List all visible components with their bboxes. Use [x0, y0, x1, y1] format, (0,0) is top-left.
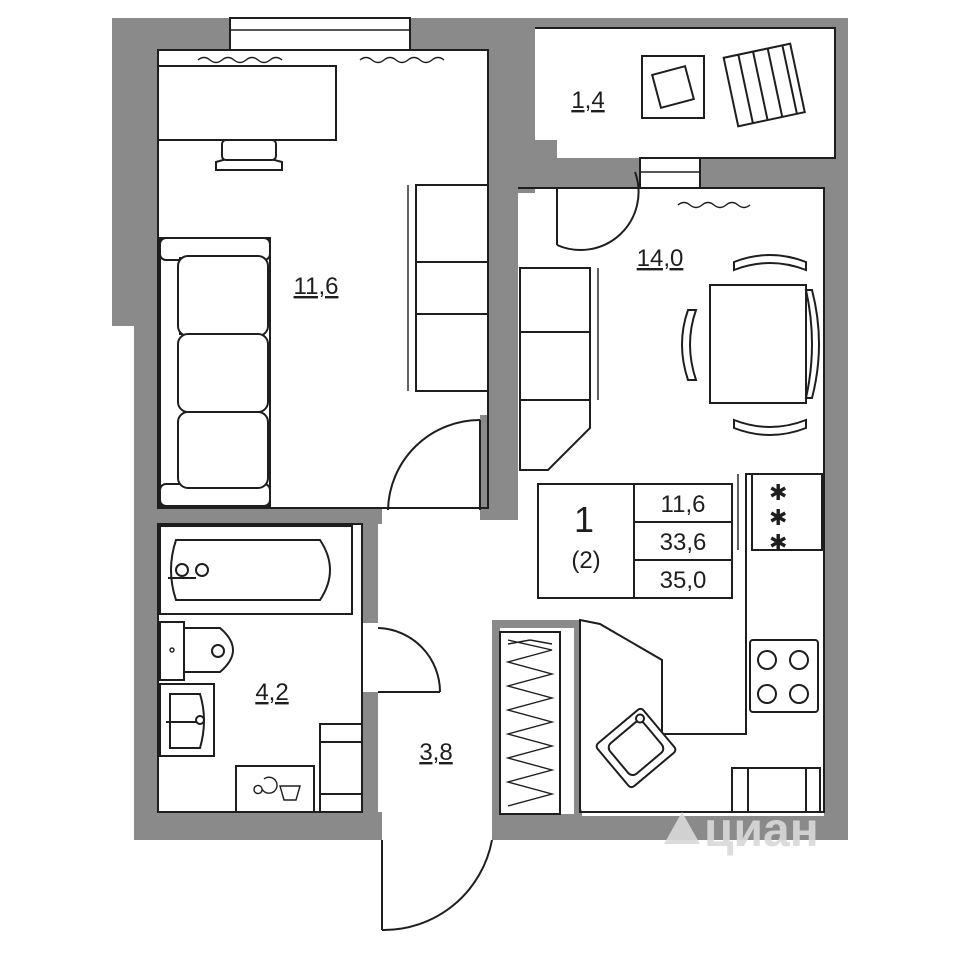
rooms-alt: (2) — [571, 547, 600, 574]
svg-text:✱: ✱ — [769, 480, 787, 505]
rooms-count: 1 — [574, 499, 594, 540]
kitchen-area-label: 14,0 — [637, 245, 684, 272]
balcony-area-label: 1,4 — [571, 87, 604, 114]
total-sqm: 33,6 — [660, 529, 707, 556]
room-area-labels: 1,4 11,6 14,0 4,2 3,8 — [255, 87, 683, 766]
cooktop-panel — [751, 473, 823, 551]
living-sqm: 11,6 — [661, 491, 706, 518]
washing-machine — [235, 765, 315, 813]
kitchen-sink — [595, 707, 677, 789]
total-with-balcony-sqm: 35,0 — [660, 567, 707, 594]
watermark-text: циан — [704, 804, 819, 857]
lounge-chair — [722, 42, 806, 128]
hall-wardrobe — [499, 631, 561, 815]
cian-logo-icon — [664, 812, 700, 844]
doors — [377, 171, 640, 932]
living-area-label: 11,6 — [294, 273, 339, 300]
dining-table — [709, 284, 807, 404]
apartment-info-box: 1 (2) 11,6 33,6 35,0 — [537, 483, 733, 599]
kitchen-cabinet — [519, 267, 591, 471]
balcony-furniture — [641, 42, 806, 128]
toilet — [183, 627, 234, 673]
watermark: циан — [664, 804, 819, 857]
wardrobe — [415, 184, 489, 392]
bath-shelf — [319, 723, 363, 813]
bathroom-fixtures — [159, 525, 363, 813]
kitchen-furniture: ✱ ✱ ✱ — [519, 201, 824, 813]
hall-area-label: 3,8 — [419, 739, 452, 766]
svg-text:✱: ✱ — [769, 530, 787, 555]
bathroom-area-label: 4,2 — [255, 679, 288, 706]
living-room-furniture — [157, 56, 489, 507]
desk — [157, 65, 337, 141]
svg-text:✱: ✱ — [769, 505, 787, 530]
